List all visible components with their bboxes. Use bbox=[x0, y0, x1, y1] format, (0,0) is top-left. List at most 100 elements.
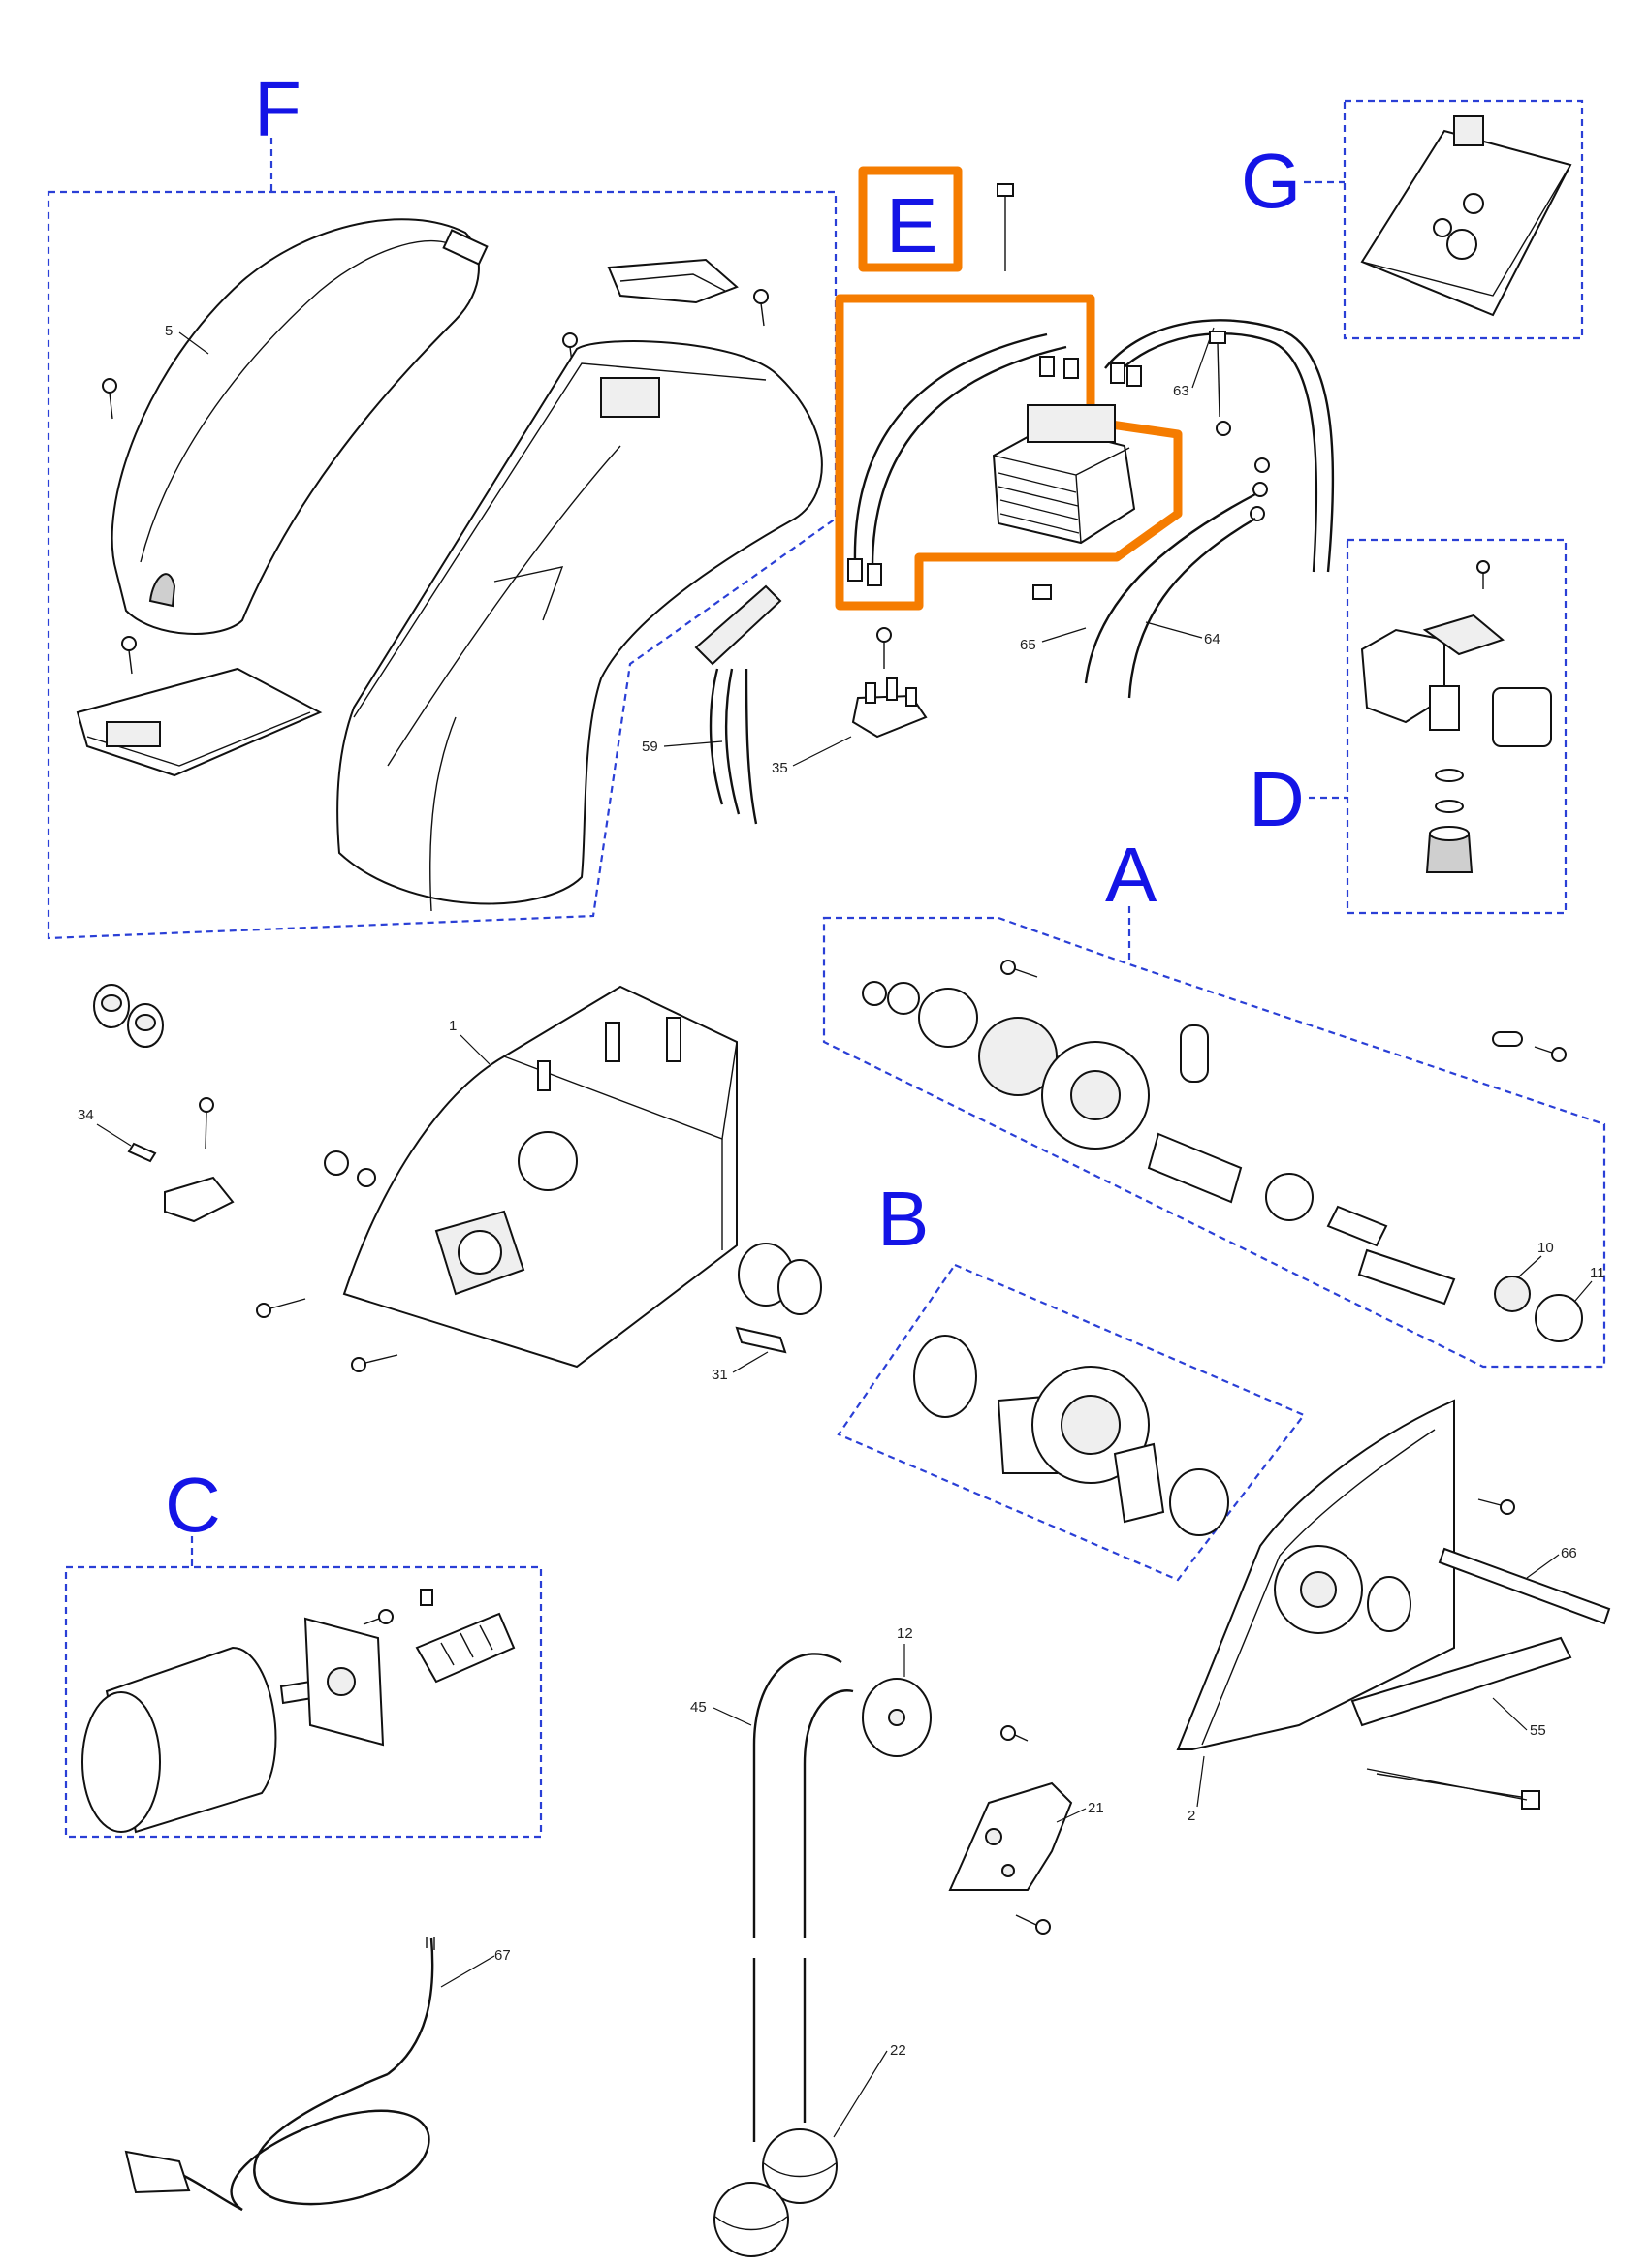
mounting-plate-part bbox=[1176, 1399, 1611, 1810]
leader-22 bbox=[833, 2050, 888, 2138]
gear-shaft-assembly-part bbox=[862, 960, 1583, 1342]
screw-icon bbox=[102, 378, 117, 420]
part-number-67: 67 bbox=[494, 1947, 511, 1964]
group-d: D bbox=[1249, 538, 1568, 915]
motor-part bbox=[81, 1589, 516, 1834]
leader-2 bbox=[1196, 1755, 1205, 1808]
cable-glands-part bbox=[93, 984, 164, 1048]
part-number-59: 59 bbox=[642, 739, 658, 755]
part-number-21: 21 bbox=[1088, 1800, 1104, 1816]
ring-terminal-wires bbox=[1084, 457, 1270, 699]
group-e-label: E bbox=[886, 182, 937, 268]
leader-5 bbox=[178, 331, 209, 355]
connector-icon bbox=[847, 558, 863, 582]
screw-icon bbox=[256, 1298, 306, 1318]
leader-55 bbox=[1492, 1697, 1528, 1731]
power-cord-part bbox=[124, 1937, 435, 2212]
part-number-31: 31 bbox=[712, 1367, 728, 1383]
gearbox-housing-part bbox=[342, 985, 738, 1369]
top-cover-part bbox=[111, 218, 489, 635]
screw-icon bbox=[351, 1354, 398, 1372]
part-number-12: 12 bbox=[897, 1625, 913, 1642]
leader-21 bbox=[1056, 1808, 1087, 1823]
wire-lead bbox=[853, 332, 1048, 563]
screw-icon bbox=[199, 1097, 214, 1150]
leader-31 bbox=[732, 1351, 769, 1373]
drive-gear-part bbox=[913, 1335, 1229, 1536]
part-number-63: 63 bbox=[1173, 383, 1189, 399]
small-clip-part bbox=[1032, 584, 1052, 600]
transformer-part bbox=[992, 404, 1136, 545]
group-a-label: A bbox=[1105, 832, 1157, 918]
group-c: C bbox=[64, 1462, 543, 1839]
group-a-border bbox=[822, 916, 1606, 1369]
pin-part bbox=[735, 1326, 787, 1354]
group-d-border bbox=[1346, 538, 1568, 915]
leader-64 bbox=[1145, 621, 1203, 639]
part-number-45: 45 bbox=[690, 1699, 707, 1716]
leader-1 bbox=[460, 1034, 491, 1065]
leader-35 bbox=[792, 736, 852, 767]
part-number-35: 35 bbox=[772, 760, 788, 776]
wire-harness-63 bbox=[1104, 319, 1335, 573]
leader-34 bbox=[96, 1123, 132, 1147]
part-number-2: 2 bbox=[1188, 1808, 1195, 1824]
screw-icon bbox=[121, 636, 137, 675]
part-number-65: 65 bbox=[1020, 637, 1036, 653]
part-number-34: 34 bbox=[78, 1107, 94, 1123]
group-c-border bbox=[64, 1565, 543, 1839]
screw-icon bbox=[1015, 1914, 1051, 1935]
part-number-22: 22 bbox=[890, 2042, 906, 2059]
main-housing-part bbox=[336, 340, 823, 912]
long-bolt-part bbox=[997, 183, 1014, 271]
wire-lead bbox=[871, 345, 1067, 568]
part-number-10: 10 bbox=[1537, 1240, 1554, 1256]
group-f-border bbox=[47, 190, 838, 940]
group-e: E bbox=[835, 166, 1183, 611]
leader-66 bbox=[1526, 1554, 1560, 1579]
leader-10 bbox=[1517, 1255, 1542, 1278]
part-number-55: 55 bbox=[1530, 1722, 1546, 1739]
bushing-part bbox=[738, 1243, 822, 1315]
screw-icon bbox=[1000, 1725, 1029, 1742]
connector-icon bbox=[1039, 356, 1055, 377]
part-number-64: 64 bbox=[1204, 631, 1220, 647]
group-d-label: D bbox=[1249, 756, 1305, 842]
part-number-5: 5 bbox=[165, 323, 173, 339]
group-e-label-box bbox=[858, 166, 963, 272]
leader-45 bbox=[713, 1707, 752, 1726]
sprocket-wheel-part bbox=[862, 1678, 932, 1757]
nut-washer-part bbox=[324, 1150, 376, 1187]
leader-65 bbox=[1041, 627, 1087, 643]
leader-59 bbox=[663, 740, 723, 747]
group-g: G bbox=[1241, 99, 1584, 340]
part-number-11: 11 bbox=[1590, 1265, 1605, 1281]
leader-67 bbox=[440, 1955, 495, 1988]
group-e-border bbox=[835, 294, 1183, 611]
group-g-border bbox=[1343, 99, 1584, 340]
connector-icon bbox=[867, 563, 882, 586]
bolt-part bbox=[1209, 331, 1231, 436]
leader-11 bbox=[1574, 1280, 1593, 1302]
group-b-border bbox=[837, 1263, 1306, 1582]
group-a: A 10 11 bbox=[822, 832, 1606, 1369]
group-b: B bbox=[837, 1176, 1306, 1582]
small-lid-part bbox=[607, 258, 739, 304]
terminal-block-part bbox=[694, 584, 782, 825]
connector-block-part bbox=[851, 627, 928, 739]
pull-balls-part bbox=[713, 2128, 838, 2257]
group-g-label: G bbox=[1241, 138, 1301, 224]
screw-icon bbox=[753, 289, 769, 327]
group-c-label: C bbox=[165, 1462, 221, 1548]
group-f: F 5 bbox=[47, 66, 838, 940]
group-f-label: F bbox=[254, 66, 301, 152]
part-number-66: 66 bbox=[1561, 1545, 1577, 1561]
circuit-tray-part bbox=[76, 667, 323, 777]
connector-icon bbox=[1063, 358, 1079, 379]
chain-bracket-part bbox=[948, 1781, 1073, 1891]
terminal-part bbox=[127, 1142, 235, 1223]
chain-part bbox=[752, 1653, 854, 2142]
limit-switch-part bbox=[1360, 560, 1552, 873]
part-number-1: 1 bbox=[449, 1018, 457, 1034]
